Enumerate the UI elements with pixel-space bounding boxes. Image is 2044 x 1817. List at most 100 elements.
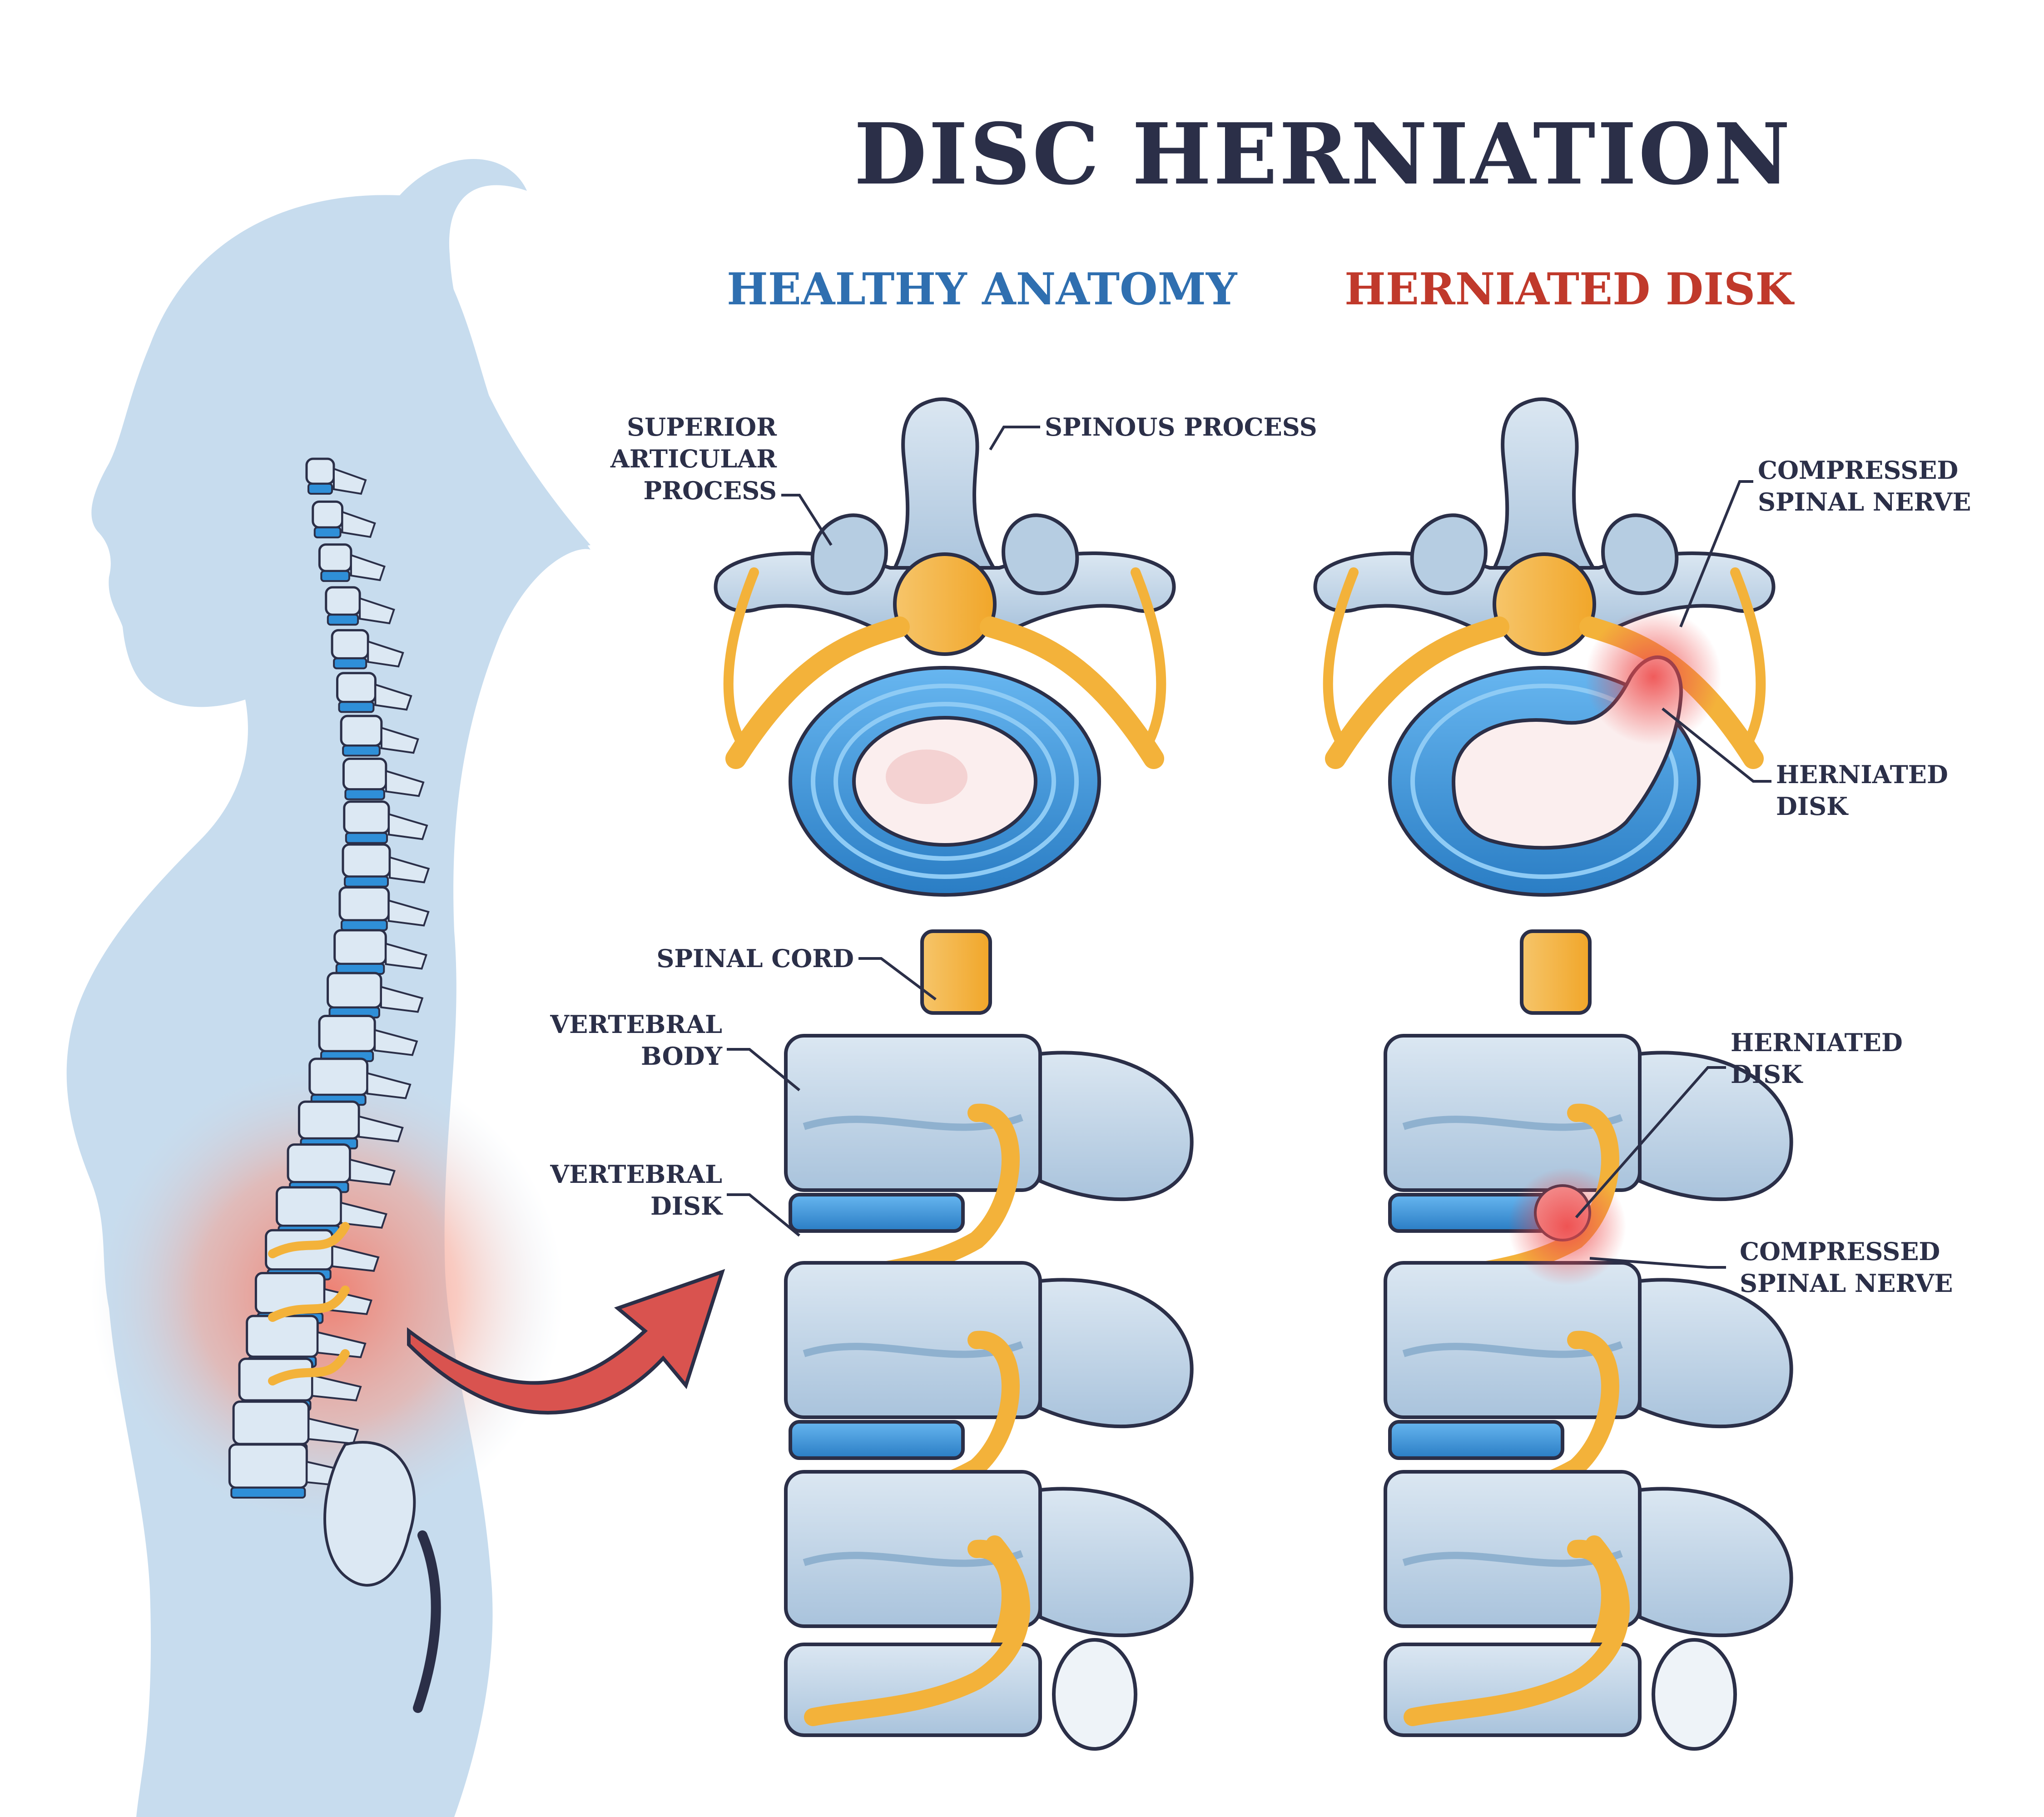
label-herniated-disk-side: HERNIATED DISK bbox=[1731, 1028, 1903, 1089]
posterior-process bbox=[1638, 1487, 1793, 1638]
spine-process bbox=[367, 640, 404, 668]
spine-process bbox=[340, 1201, 387, 1229]
herniated-axial-vertebra bbox=[1313, 397, 1776, 897]
spine-disc bbox=[230, 1487, 306, 1499]
herniated-lateral-spine bbox=[1384, 929, 1793, 1751]
posterior-process bbox=[1038, 1278, 1194, 1429]
vertebral-body bbox=[784, 1034, 1042, 1192]
spine-disc bbox=[307, 483, 333, 495]
spine-vertebra bbox=[338, 886, 390, 922]
spine-vertebra bbox=[343, 800, 390, 834]
spine-disc bbox=[338, 701, 375, 713]
posterior-process bbox=[1638, 1051, 1793, 1201]
vertebral-disk bbox=[1388, 1420, 1564, 1460]
spine-vertebra bbox=[318, 543, 352, 572]
spine-disc bbox=[333, 657, 367, 670]
label-compressed-spinal-nerve-top: COMPRESSED SPINAL NERVE bbox=[1758, 456, 1971, 516]
leader-lines bbox=[727, 426, 1771, 1269]
posterior-process bbox=[1638, 1278, 1793, 1429]
spinal-cord-segment bbox=[1520, 929, 1592, 1015]
vertebral-body bbox=[1384, 1034, 1642, 1192]
spine-disc bbox=[345, 832, 388, 844]
spine-nerve bbox=[268, 1222, 350, 1258]
healthy-anatomy-heading: HEALTHY ANATOMY bbox=[727, 263, 1237, 315]
spine-vertebra bbox=[232, 1400, 310, 1445]
healthy-lateral-spine bbox=[784, 929, 1194, 1751]
spine-disc bbox=[342, 745, 381, 757]
pointer-arrow bbox=[407, 1269, 725, 1415]
spine-nerve bbox=[268, 1286, 350, 1322]
spine-process bbox=[366, 1072, 412, 1099]
vertebral-disk bbox=[789, 1420, 965, 1460]
spine-process bbox=[332, 467, 367, 495]
spine-disc bbox=[327, 614, 359, 626]
spine-vertebra bbox=[336, 672, 377, 703]
spine-vertebra bbox=[228, 1443, 308, 1489]
page-title: DISC HERNIATION bbox=[854, 104, 1792, 204]
spine-disc bbox=[313, 526, 342, 539]
spine-process bbox=[385, 942, 427, 970]
vertebral-disk bbox=[789, 1193, 965, 1233]
spine-disc bbox=[343, 875, 389, 888]
spine-process bbox=[359, 597, 395, 625]
spine-vertebra bbox=[246, 1315, 319, 1358]
vertebral-body bbox=[1384, 1261, 1642, 1419]
spine-process bbox=[349, 1158, 396, 1186]
spine-process bbox=[388, 813, 428, 840]
spine-vertebra bbox=[333, 929, 387, 965]
posterior-process bbox=[1038, 1487, 1194, 1638]
spine-process bbox=[380, 985, 424, 1013]
spinal-nerve bbox=[804, 1535, 1030, 1726]
facet-joint bbox=[1652, 1638, 1737, 1751]
label-compressed-spinal-nerve-side: COMPRESSED SPINAL NERVE bbox=[1740, 1237, 1953, 1298]
sacrum bbox=[323, 1441, 416, 1587]
spine-vertebra bbox=[340, 715, 383, 747]
spine-vertebra bbox=[342, 843, 391, 878]
spine-process bbox=[385, 769, 425, 797]
spine-vertebra bbox=[298, 1100, 360, 1140]
spine-vertebra bbox=[327, 972, 382, 1009]
spine-process bbox=[389, 856, 430, 884]
spine-process bbox=[317, 1331, 367, 1359]
spine-process bbox=[374, 1028, 418, 1056]
vertebral-body bbox=[1384, 1470, 1642, 1628]
spine-disc bbox=[340, 919, 388, 931]
spine-vertebra bbox=[275, 1186, 342, 1227]
spine-column bbox=[228, 457, 441, 1713]
inflammation-glow bbox=[1508, 1167, 1626, 1286]
spine-disc bbox=[320, 570, 350, 582]
coccyx bbox=[413, 1530, 441, 1713]
spine-vertebra bbox=[312, 500, 344, 529]
herniated-disk-heading: HERNIATED DISK bbox=[1344, 263, 1793, 315]
label-vertebral-disk: VERTEBRAL DISK bbox=[550, 1160, 722, 1221]
spinal-nerve bbox=[1404, 1535, 1630, 1726]
spine-disc bbox=[344, 788, 385, 800]
spine-process bbox=[341, 511, 376, 538]
spine-process bbox=[331, 1245, 380, 1272]
spine-process bbox=[374, 683, 412, 711]
vertebral-body bbox=[784, 1470, 1042, 1628]
spine-process bbox=[380, 726, 419, 754]
spine-process bbox=[311, 1374, 362, 1402]
label-vertebral-body: VERTEBRAL BODY bbox=[550, 1010, 722, 1071]
spine-vertebra bbox=[342, 757, 387, 791]
spine-process bbox=[387, 899, 430, 927]
label-spinal-cord: SPINAL CORD bbox=[656, 944, 854, 973]
spine-vertebra bbox=[331, 629, 369, 660]
label-spinous-process: SPINOUS PROCESS bbox=[1045, 412, 1317, 442]
spine-nerve bbox=[268, 1349, 350, 1385]
spine-process bbox=[350, 554, 386, 581]
spine-vertebra bbox=[287, 1143, 352, 1183]
healthy-axial-vertebra bbox=[714, 397, 1176, 897]
spinal-cord-segment bbox=[920, 929, 992, 1015]
vertebral-body bbox=[784, 1261, 1042, 1419]
spine-vertebra bbox=[325, 586, 361, 616]
spine-vertebra bbox=[305, 457, 335, 485]
spine-process bbox=[358, 1115, 404, 1142]
posterior-process bbox=[1038, 1051, 1194, 1201]
label-herniated-disk-top: HERNIATED DISK bbox=[1776, 760, 1948, 821]
facet-joint bbox=[1052, 1638, 1137, 1751]
spine-vertebra bbox=[318, 1015, 376, 1052]
